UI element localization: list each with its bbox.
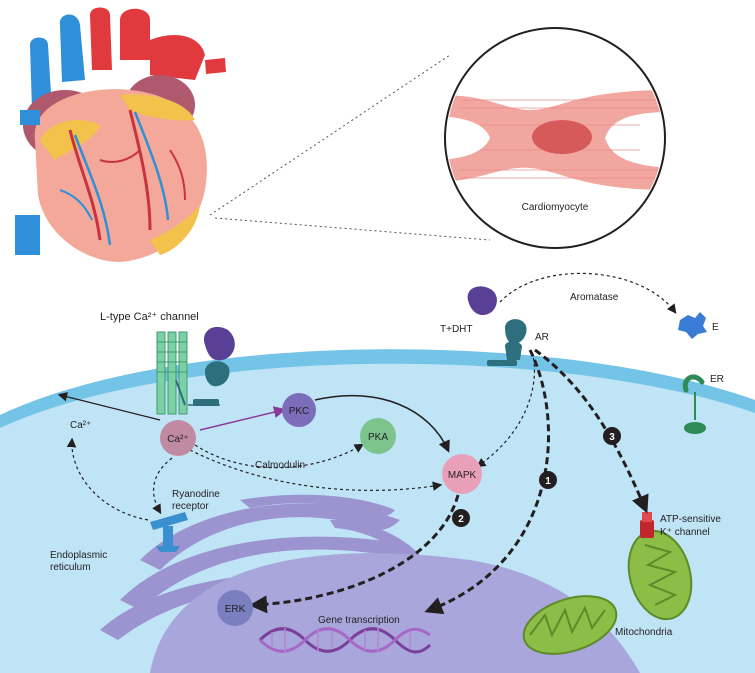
pkc-label: PKC bbox=[289, 406, 310, 417]
ryanodine-receptor bbox=[150, 512, 188, 552]
zoom-line-bottom bbox=[214, 217, 491, 241]
svg-text:2: 2 bbox=[458, 514, 464, 525]
atp-sensitive-k-channel bbox=[640, 512, 654, 538]
pathway-badge-2: 2 bbox=[452, 509, 470, 527]
arrow-ca-efflux bbox=[57, 392, 161, 421]
arrow-ryanodine-release bbox=[66, 437, 149, 521]
mitochondrion-lower bbox=[522, 595, 618, 655]
heart-illustration bbox=[15, 7, 226, 262]
t-dht-label: T+DHT bbox=[440, 324, 473, 335]
pka-label: PKA bbox=[368, 432, 388, 443]
er-receptor-label: ER bbox=[710, 374, 724, 385]
er-label-2: reticulum bbox=[50, 562, 91, 573]
pkc-node bbox=[282, 393, 316, 427]
l-type-channel-label: L-type Ca²⁺ channel bbox=[100, 311, 199, 323]
estrogen-molecule bbox=[678, 312, 707, 339]
ca-in-label: Ca²⁺ bbox=[167, 434, 188, 445]
arrow-ca-to-ryanodine bbox=[152, 457, 173, 515]
zoom-line-top bbox=[209, 54, 451, 216]
membrane-receptor-left bbox=[188, 326, 235, 406]
arrow-pkc-to-mapk bbox=[314, 394, 450, 453]
erk-node bbox=[217, 590, 253, 626]
er-label-1: Endoplasmic bbox=[50, 550, 107, 561]
estrogen-label: E bbox=[712, 322, 719, 333]
atp-channel-label-2: K⁺ channel bbox=[660, 527, 710, 538]
dna-helix-icon bbox=[258, 627, 432, 654]
mitochondria-label: Mitochondria bbox=[615, 627, 673, 638]
cardiomyocyte-label: Cardiomyocyte bbox=[522, 202, 589, 213]
arrow-ar-to-gene bbox=[424, 349, 551, 615]
pka-node bbox=[360, 418, 396, 454]
atp-channel-label-1: ATP-sensitive bbox=[660, 514, 721, 525]
estrogen-receptor bbox=[682, 374, 706, 434]
arrow-ca-to-pkc bbox=[199, 406, 286, 431]
gene-transcription-label: Gene transcription bbox=[318, 615, 400, 626]
ryanodine-label-1: Ryanodine bbox=[172, 489, 220, 500]
mapk-node bbox=[442, 454, 482, 494]
ca-out-label: Ca²⁺ bbox=[70, 420, 91, 431]
pathway-badge-3: 3 bbox=[603, 427, 621, 445]
t-dht-molecule bbox=[467, 286, 497, 316]
arrow-ca-to-pka bbox=[194, 443, 365, 469]
androgen-receptor-complex bbox=[467, 286, 527, 366]
mapk-label: MAPK bbox=[448, 470, 477, 481]
arrow-aromatase bbox=[499, 272, 677, 314]
pathway-badge-1: 1 bbox=[539, 471, 557, 489]
arrow-ca-to-mapk bbox=[189, 449, 443, 491]
svg-text:1: 1 bbox=[545, 476, 551, 487]
mitochondrion-right bbox=[627, 529, 693, 621]
cardiomyocyte-zoom: Cardiomyocyte bbox=[444, 27, 666, 249]
pathway-arrows bbox=[57, 272, 677, 615]
aromatase-label: Aromatase bbox=[570, 292, 619, 303]
erk-label: ERK bbox=[225, 604, 246, 615]
ryanodine-label-2: receptor bbox=[172, 501, 209, 512]
arrow-ar-to-mapk bbox=[476, 351, 535, 468]
arrow-mapk-to-erk bbox=[249, 494, 460, 614]
ar-label: AR bbox=[535, 332, 549, 343]
ca-ion-node bbox=[160, 420, 196, 456]
l-type-ca-channel bbox=[156, 331, 188, 415]
arrow-ar-to-katp bbox=[534, 348, 649, 514]
calmodulin-label: Calmodulin bbox=[255, 460, 305, 471]
svg-text:3: 3 bbox=[609, 432, 615, 443]
